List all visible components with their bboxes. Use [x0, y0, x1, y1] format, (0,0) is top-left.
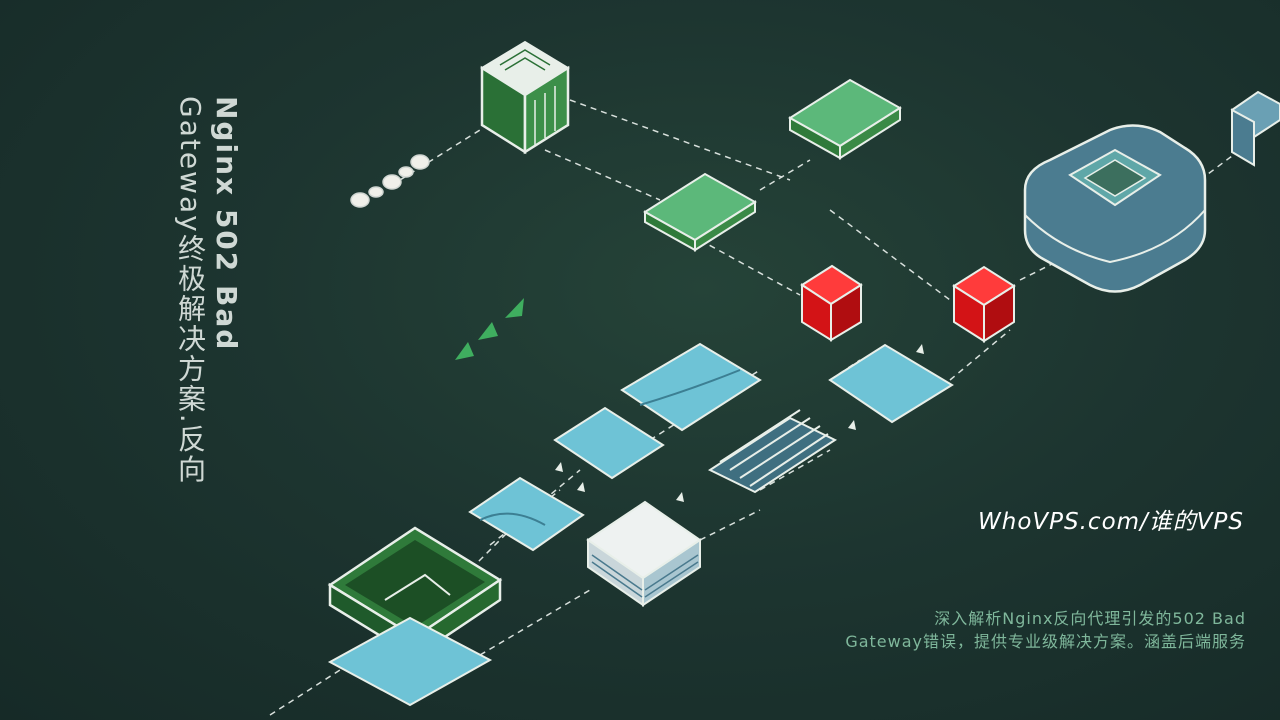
- description: 深入解析Nginx反向代理引发的502 Bad Gateway错误，提供专业级解…: [726, 607, 1246, 653]
- page-title: Nginx 502 Bad Gateway终极解决方案.反向: [172, 96, 244, 516]
- green-slab-1: [788, 78, 902, 160]
- description-line-2: Gateway错误，提供专业级解决方案。涵盖后端服务: [845, 632, 1246, 651]
- blue-panel-2: [553, 406, 665, 480]
- green-arrows-icon: [455, 298, 524, 360]
- small-cube-icon: [1230, 90, 1280, 167]
- blue-panel-3: [620, 342, 762, 432]
- small-arrow-marks: [555, 344, 924, 502]
- blue-panel-bottom: [327, 616, 493, 707]
- blue-panel-1: [468, 476, 585, 552]
- green-slab-2: [643, 172, 757, 252]
- red-cube-1: [800, 264, 863, 342]
- description-line-1: 深入解析Nginx反向代理引发的502 Bad: [934, 609, 1246, 628]
- cable-bundle-icon: [707, 409, 838, 494]
- title-line-1: Nginx 502 Bad: [210, 96, 243, 352]
- blue-panel-4: [828, 343, 954, 424]
- nginx-server-icon: [1023, 124, 1207, 293]
- green-cube-icon: [480, 40, 570, 155]
- title-line-2: Gateway终极解决方案.反向: [174, 96, 207, 485]
- brand-text: WhoVPS.com/谁的VPS: [978, 509, 1244, 535]
- server-stack-icon: [586, 500, 702, 607]
- red-cube-2: [952, 265, 1016, 343]
- chain-icon: [350, 154, 430, 208]
